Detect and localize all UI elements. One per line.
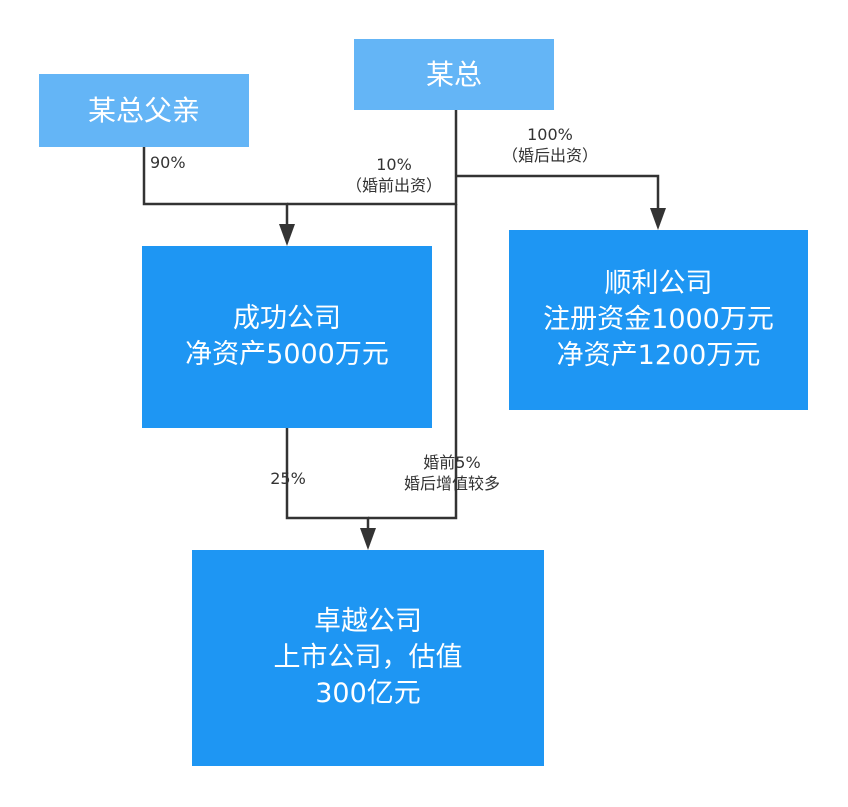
edge-label-boss-shunli-line-2: （婚后出资）	[501, 146, 598, 165]
edge-boss-to-shunli	[456, 174, 660, 213]
edge-label-boss-zhuoyue-line-2: 婚后增值较多	[403, 474, 500, 493]
edge-label-boss-chenggong-line-2: （婚前出资）	[345, 176, 442, 195]
edge-label-chenggong-zhuoyue: 25%	[258, 468, 318, 489]
node-zhuoyue-line-3: 300亿元	[315, 678, 421, 709]
edge-father-to-chenggong	[142, 147, 289, 230]
arrow-into-zhuoyue	[360, 528, 376, 550]
node-chenggong: 成功公司 净资产5000万元	[142, 246, 432, 428]
node-zhuoyue-line-1: 卓越公司	[314, 606, 422, 637]
node-father: 某总父亲	[39, 74, 249, 147]
node-shunli-line-1: 顺利公司	[604, 268, 713, 299]
edge-label-father-chenggong-line-1: 90%	[150, 153, 186, 172]
edge-label-boss-zhuoyue-line-1: 婚前5%	[423, 453, 481, 472]
edge-label-boss-chenggong-line-1: 10%	[376, 155, 412, 174]
edge-label-boss-zhuoyue: 婚前5% 婚后增值较多	[382, 452, 522, 494]
arrow-into-shunli	[650, 208, 666, 230]
edge-chenggong-to-zhuoyue	[285, 428, 370, 535]
edge-boss-to-zhuoyue	[368, 204, 458, 520]
node-father-line-1: 某总父亲	[87, 93, 200, 127]
node-chenggong-line-2: 净资产5000万元	[185, 339, 389, 370]
edge-label-boss-shunli: 100% （婚后出资）	[490, 124, 610, 166]
node-boss: 某总	[354, 39, 554, 110]
edge-label-boss-chenggong: 10% （婚前出资）	[336, 154, 452, 196]
edge-label-father-chenggong: 90%	[150, 152, 210, 173]
node-boss-line-1: 某总	[425, 57, 482, 91]
node-shunli-line-3: 净资产1200万元	[556, 340, 761, 371]
node-shunli-line-2: 注册资金1000万元	[543, 304, 774, 335]
edge-label-boss-shunli-line-1: 100%	[527, 125, 573, 144]
node-zhuoyue-line-2: 上市公司，估值	[273, 642, 463, 673]
node-chenggong-line-1: 成功公司	[233, 303, 341, 334]
edge-label-chenggong-zhuoyue-line-1: 25%	[270, 469, 306, 488]
node-shunli: 顺利公司 注册资金1000万元 净资产1200万元	[509, 230, 808, 410]
arrow-into-chenggong	[279, 224, 295, 246]
node-zhuoyue: 卓越公司 上市公司，估值 300亿元	[192, 550, 544, 766]
